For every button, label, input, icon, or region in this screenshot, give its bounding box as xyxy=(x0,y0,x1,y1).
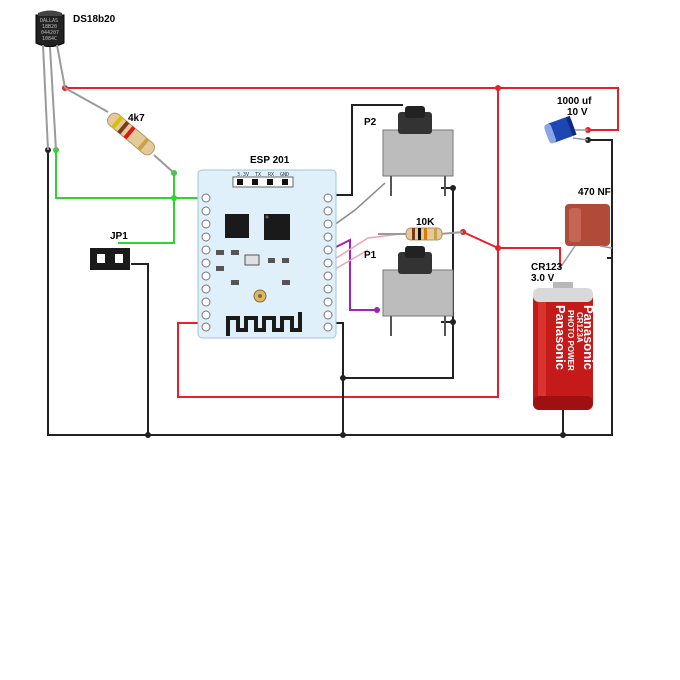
push-button-p1 xyxy=(382,246,454,336)
cap-electrolytic-value: 1000 uf xyxy=(557,96,592,107)
module-pin-tx: TX xyxy=(255,172,261,178)
jumper-label: JP1 xyxy=(110,231,128,242)
jumper-jp1 xyxy=(90,248,130,270)
green-data-wires xyxy=(55,150,205,244)
resistor-10k-label: 10K xyxy=(416,217,435,228)
module-pin-gnd: GND xyxy=(280,172,289,178)
module-label: ESP 201 xyxy=(250,155,290,166)
button-p1-label: P1 xyxy=(364,250,377,261)
red-power-wires xyxy=(65,87,619,398)
sensor-marking-3: 044207 xyxy=(41,30,59,36)
sensor-marking-4: 1084C xyxy=(42,36,57,42)
module-pin-3v3: 3.3V xyxy=(237,172,249,178)
battery-brand-2: Panasonic xyxy=(581,305,596,370)
cap-electrolytic-voltage: 10 V xyxy=(567,107,588,118)
battery-brand-1: Panasonic xyxy=(553,305,568,370)
gray-signal-wires xyxy=(329,182,386,229)
battery-type-text: PHOTO POWER xyxy=(566,310,575,371)
sensor-label: DS18b20 xyxy=(73,14,116,25)
resistor-10k xyxy=(378,227,464,241)
cr123-battery: Panasonic Panasonic PHOTO POWER CR123A xyxy=(533,282,596,410)
capacitor-470nf xyxy=(559,204,613,269)
module-pin-rx: RX xyxy=(268,172,274,178)
capacitor-1000uf xyxy=(544,115,589,144)
push-button-p2 xyxy=(382,106,454,196)
purple-button-wires xyxy=(329,238,377,311)
battery-voltage-label: 3.0 V xyxy=(531,273,555,284)
esp201-module: 3.3V TX RX GND xyxy=(197,169,337,339)
button-p2-label: P2 xyxy=(364,117,377,128)
pullup-resistor-4k7 xyxy=(64,87,175,174)
resistor-4k7-label: 4k7 xyxy=(128,113,145,124)
battery-model-text: CR123A xyxy=(575,312,584,343)
cap-film-label: 470 NF xyxy=(578,187,611,198)
sensor-marking-1: DALLAS xyxy=(40,18,58,24)
battery-type-label: CR123 xyxy=(531,262,563,273)
sensor-marking-2: 18B20 xyxy=(42,24,57,30)
ds18b20-sensor: DALLAS 18B20 044207 1084C xyxy=(35,10,66,151)
